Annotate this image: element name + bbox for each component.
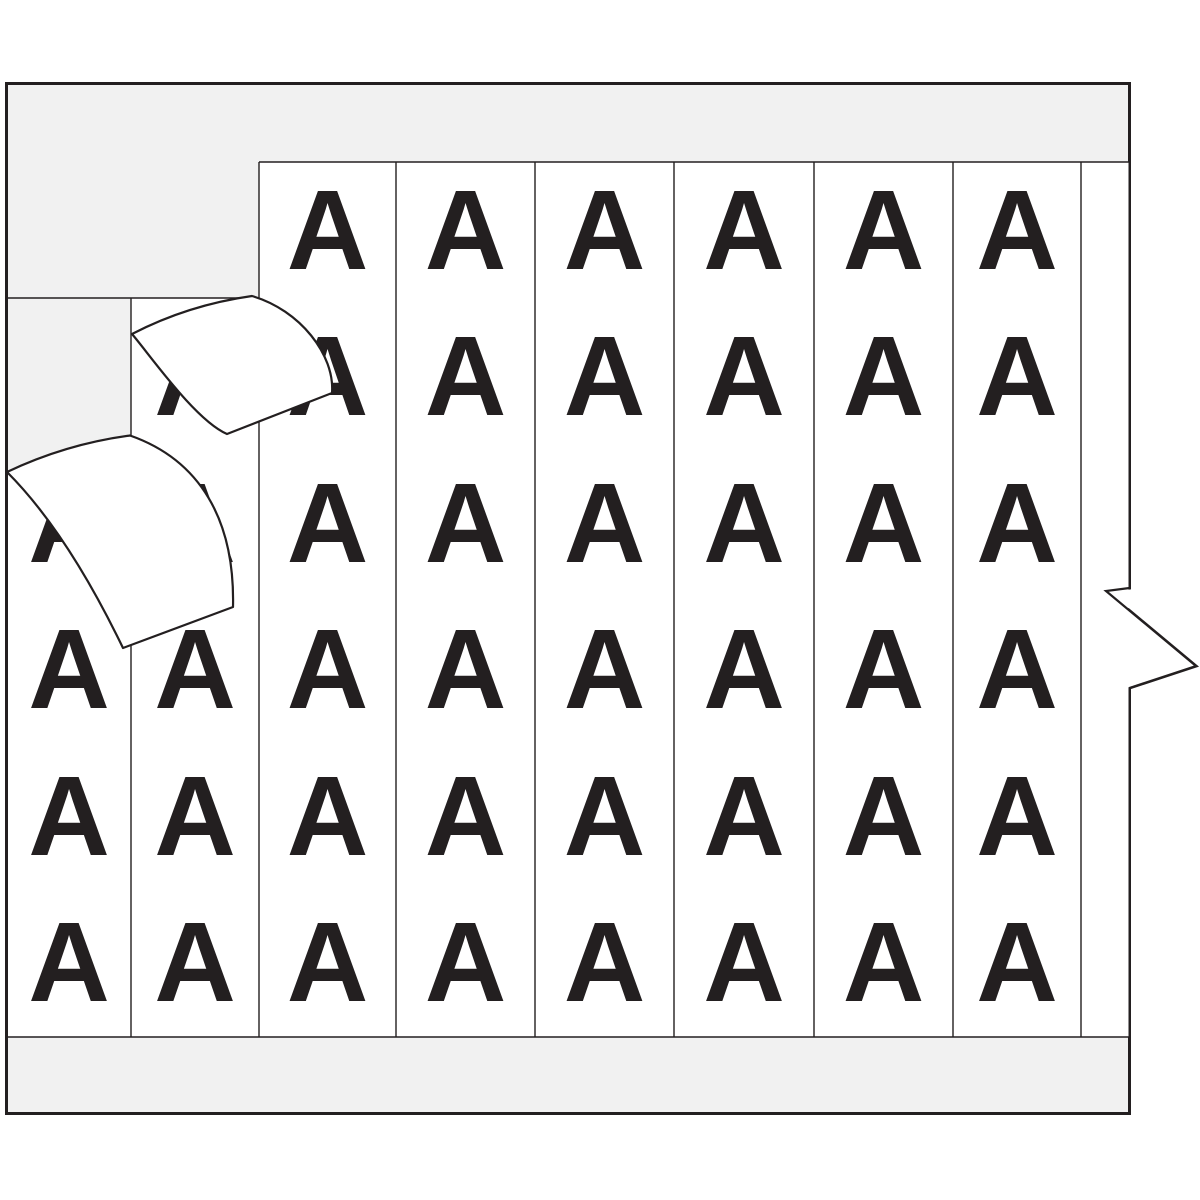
marker-letter: A (703, 753, 785, 879)
marker-letter: A (976, 606, 1058, 732)
marker-letter: A (703, 167, 785, 293)
marker-letter: A (843, 167, 925, 293)
marker-letter: A (703, 313, 785, 439)
marker-letter: A (425, 753, 507, 879)
arrow-tab-fill (1106, 588, 1196, 688)
marker-letter: A (28, 899, 110, 1025)
marker-letter: A (564, 899, 646, 1025)
marker-letter: A (564, 753, 646, 879)
marker-letter: A (976, 899, 1058, 1025)
marker-letter: A (976, 753, 1058, 879)
peeling-labels (5, 294, 334, 650)
marker-letter: A (843, 313, 925, 439)
marker-letter: A (703, 899, 785, 1025)
marker-letter: A (843, 753, 925, 879)
marker-letter: A (976, 167, 1058, 293)
marker-letter: A (843, 606, 925, 732)
marker-letter: A (28, 606, 110, 732)
marker-letter: A (564, 460, 646, 586)
marker-letter: A (564, 606, 646, 732)
marker-letter: A (287, 606, 369, 732)
marker-letter: A (425, 460, 507, 586)
marker-letter: A (703, 460, 785, 586)
marker-letter: A (843, 460, 925, 586)
peeling-label-upper (130, 294, 334, 436)
marker-letter: A (287, 167, 369, 293)
arrow-tab-outline (1103, 586, 1199, 690)
marker-letter: A (425, 167, 507, 293)
marker-letter: A (976, 460, 1058, 586)
marker-letter: A (425, 313, 507, 439)
marker-letter: A (703, 606, 785, 732)
peeling-label-lower (5, 434, 235, 650)
marker-letter: A (154, 899, 236, 1025)
marker-letter: A (425, 899, 507, 1025)
marker-letter: A (287, 899, 369, 1025)
marker-letter: A (287, 460, 369, 586)
marker-letter: A (976, 313, 1058, 439)
marker-letter: A (154, 753, 236, 879)
marker-letter: A (843, 899, 925, 1025)
marker-letter: A (564, 313, 646, 439)
marker-letter: A (425, 606, 507, 732)
marker-letter: A (28, 753, 110, 879)
marker-letter: A (564, 167, 646, 293)
label-strip-main (259, 162, 1129, 1037)
marker-letter: A (287, 753, 369, 879)
